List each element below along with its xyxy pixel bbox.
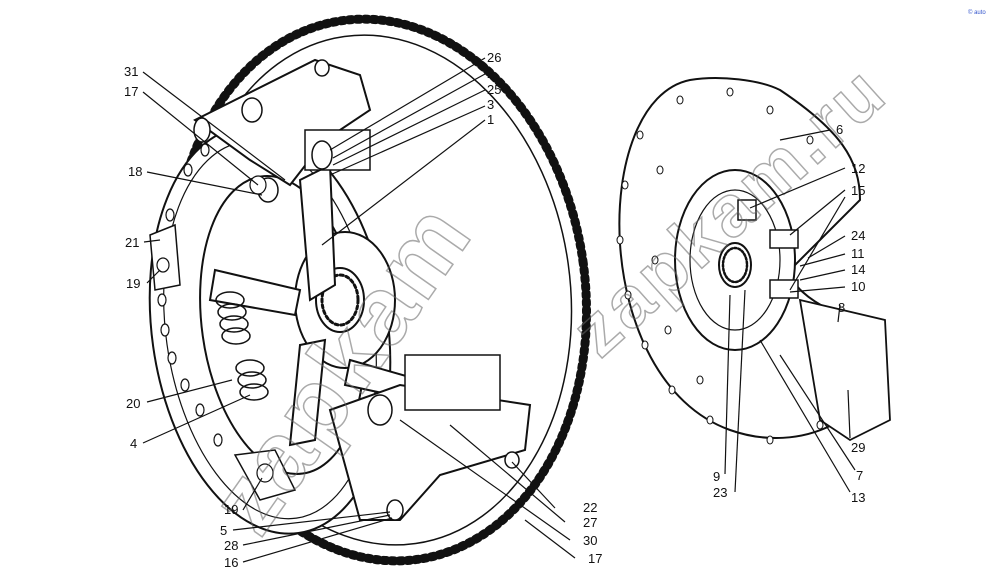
pressure-springs bbox=[215, 291, 269, 401]
callout-1: 1 bbox=[487, 112, 494, 127]
callout-10: 10 bbox=[851, 279, 865, 294]
callout-7: 7 bbox=[856, 468, 863, 483]
callout-3: 3 bbox=[487, 97, 494, 112]
callout-16: 16 bbox=[224, 555, 238, 570]
callout-25: 25 bbox=[487, 82, 501, 97]
callout-13: 13 bbox=[851, 490, 865, 505]
callout-4: 4 bbox=[130, 436, 137, 451]
callout-17: 17 bbox=[124, 84, 138, 99]
callout-21: 21 bbox=[125, 235, 139, 250]
leader-lines bbox=[142, 57, 856, 563]
callout-6: 6 bbox=[836, 122, 843, 137]
callout-29: 29 bbox=[851, 440, 865, 455]
callout-28: 28 bbox=[224, 538, 238, 553]
callout-15: 15 bbox=[851, 183, 865, 198]
cutaway-segment bbox=[798, 298, 891, 442]
callout-11: 11 bbox=[851, 246, 865, 261]
driven-disc-assembly bbox=[616, 77, 891, 445]
lining-rivets bbox=[616, 87, 824, 445]
callout-17: 17 bbox=[588, 551, 602, 566]
corner-mark: © auto bbox=[968, 9, 986, 16]
clutch-pressure-assembly bbox=[148, 14, 592, 566]
callout-12: 12 bbox=[851, 161, 865, 176]
callout-14: 14 bbox=[851, 262, 865, 277]
callout-27: 27 bbox=[583, 515, 597, 530]
callout-31: 31 bbox=[124, 64, 138, 79]
callout-19: 19 bbox=[224, 502, 238, 517]
callout-8: 8 bbox=[838, 300, 845, 315]
callout-labels: 31 17 18 21 19 20 4 19 5 28 16 26 2 25 3… bbox=[124, 50, 865, 570]
disc-hub bbox=[674, 169, 796, 351]
callout-9: 9 bbox=[713, 469, 720, 484]
callout-23: 23 bbox=[713, 485, 727, 500]
callout-2: 2 bbox=[487, 66, 494, 81]
callout-26: 26 bbox=[487, 50, 501, 65]
callout-19: 19 bbox=[126, 276, 140, 291]
damper-springs bbox=[737, 199, 799, 299]
callout-30: 30 bbox=[583, 533, 597, 548]
callout-18: 18 bbox=[128, 164, 142, 179]
upper-lever-bracket bbox=[193, 58, 372, 203]
lower-lever-bracket bbox=[328, 354, 532, 521]
callout-24: 24 bbox=[851, 228, 865, 243]
callout-22: 22 bbox=[583, 500, 597, 515]
callout-5: 5 bbox=[220, 523, 227, 538]
side-lugs bbox=[149, 175, 297, 501]
callout-20: 20 bbox=[126, 396, 140, 411]
